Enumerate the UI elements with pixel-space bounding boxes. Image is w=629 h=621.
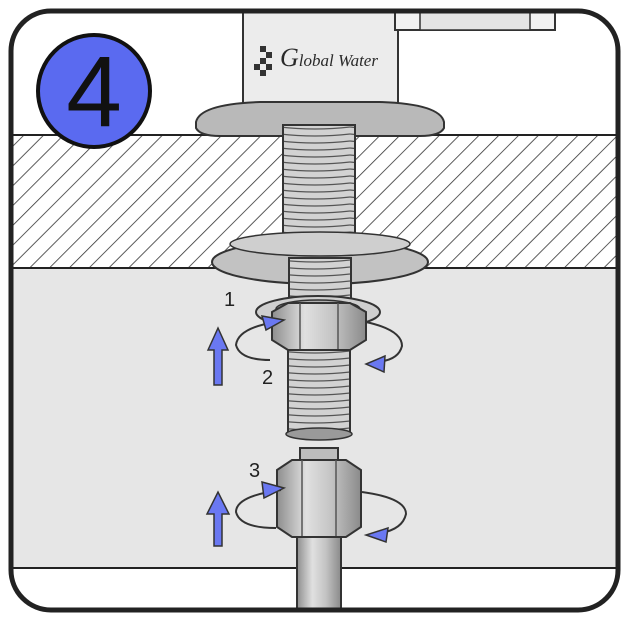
compression-nut	[276, 447, 362, 538]
frame-border	[8, 8, 621, 613]
step-number: 4	[66, 36, 122, 148]
supply-adapter-thread	[287, 349, 351, 433]
svg-text:Global Water: Global Water	[280, 43, 378, 72]
rotate-clockwise-icon	[361, 491, 408, 544]
faucet-base-plate	[195, 101, 445, 137]
brand-name: lobal Water	[299, 51, 379, 70]
callout-1: 1	[224, 289, 235, 311]
supply-tube	[296, 536, 342, 610]
rotate-clockwise-icon	[234, 480, 287, 529]
callout-2: 2	[262, 367, 273, 389]
rotate-clockwise-icon	[234, 315, 287, 361]
step-badge: 4	[36, 33, 152, 149]
callout-3: 3	[249, 460, 260, 482]
brand-initial: G	[280, 43, 299, 72]
arrow-up-icon	[206, 326, 230, 386]
rotate-clockwise-icon	[364, 321, 404, 374]
mounting-nut	[271, 302, 367, 351]
arrow-up-icon	[205, 490, 231, 547]
global-water-logo-icon	[254, 46, 272, 76]
